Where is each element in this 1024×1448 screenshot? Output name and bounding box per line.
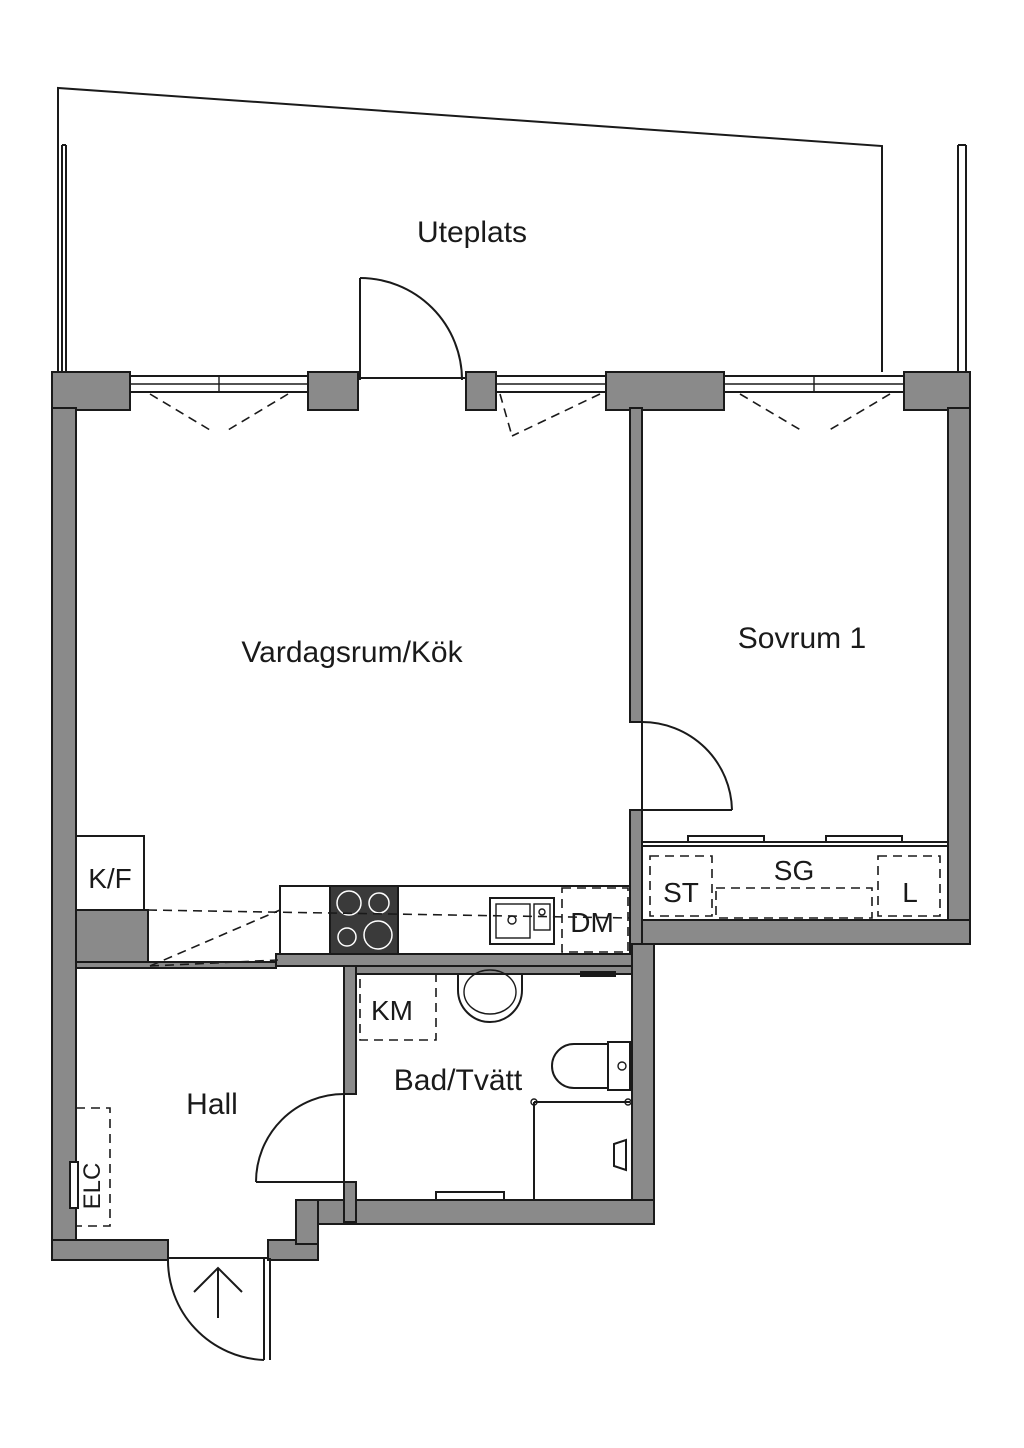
fixture-label-kf: K/F: [88, 863, 132, 894]
fixture-label-km: KM: [371, 995, 413, 1026]
burner: [337, 927, 357, 947]
kitchen-sink: [489, 897, 555, 945]
bathroom-door: [255, 1093, 345, 1183]
walls: [51, 371, 971, 1261]
window-living-right: [495, 375, 607, 437]
fridge-box: [75, 835, 145, 911]
terrace-outline: [57, 86, 967, 372]
toilet: [551, 1043, 609, 1089]
bathroom-fixtures: [359, 969, 632, 1201]
fixture-label-l: L: [902, 877, 918, 908]
room-label-vardagsrum: Vardagsrum/Kök: [241, 636, 463, 669]
balcony-door: [358, 277, 466, 381]
fixture-label-sg: SG: [774, 855, 814, 886]
dishwasher-outline: [561, 887, 629, 953]
hall-fixtures: [69, 1107, 111, 1227]
room-label-sovrum: Sovrum 1: [738, 622, 866, 655]
fixture-label-dm: DM: [570, 907, 614, 938]
entrance-door: [166, 1257, 271, 1361]
burner: [363, 920, 393, 950]
room-label-uteplats: Uteplats: [417, 216, 527, 249]
bedroom-door: [641, 721, 733, 811]
burner: [368, 892, 390, 914]
kitchen-counter: [147, 885, 631, 967]
washing-machine-outline: [359, 973, 437, 1041]
fixture-label-st: ST: [663, 877, 699, 908]
window-living-left: [129, 375, 309, 431]
burner: [336, 890, 362, 916]
window-bedroom: [723, 375, 905, 433]
room-label-bad: Bad/Tvätt: [394, 1064, 523, 1097]
room-label-hall: Hall: [186, 1088, 238, 1121]
fixture-label-elc: ELC: [79, 1163, 106, 1210]
bedroom-wardrobes: [642, 835, 948, 919]
